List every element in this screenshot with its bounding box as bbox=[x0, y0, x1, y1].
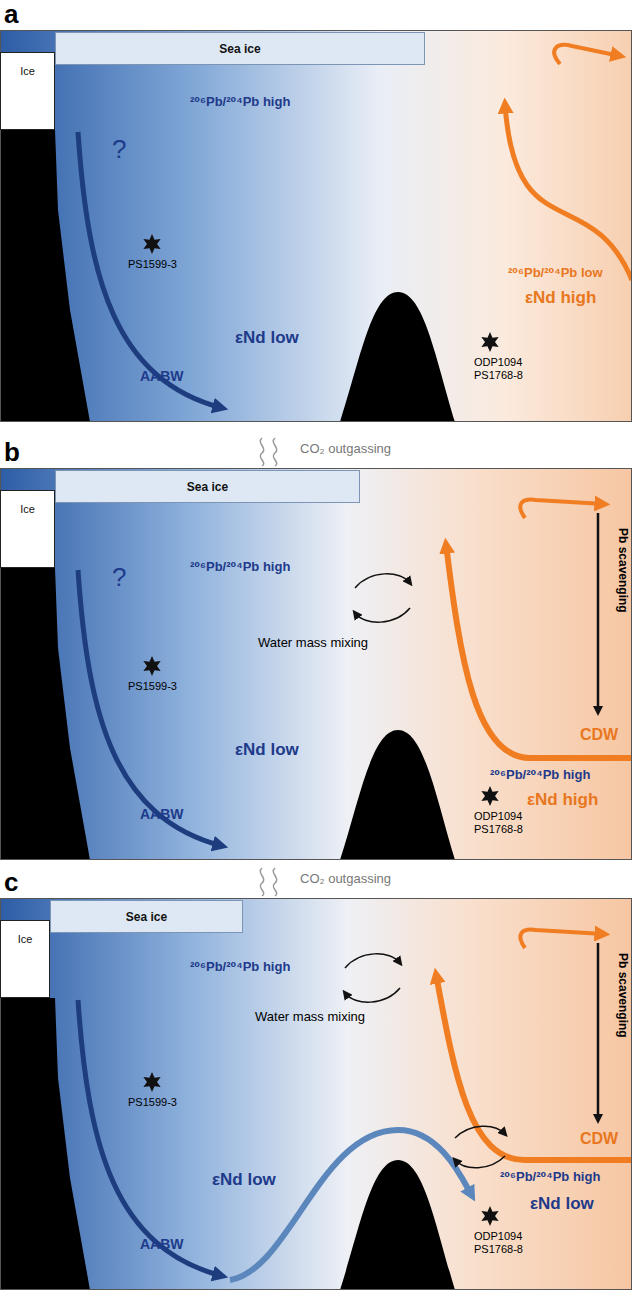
panel-a bbox=[0, 30, 632, 422]
box-label: Ice bbox=[1, 65, 54, 77]
panel-letter: c bbox=[4, 868, 18, 898]
question-mark: ? bbox=[112, 563, 126, 593]
panel-letter: a bbox=[4, 0, 18, 30]
site-label: ODP1094 bbox=[474, 356, 522, 369]
process-label: CO₂ outgassing bbox=[300, 442, 391, 457]
water-mass-label: AABW bbox=[140, 806, 184, 822]
process-label: Water mass mixing bbox=[258, 636, 368, 651]
site-label: ODP1094 bbox=[474, 1230, 522, 1243]
water-mass-label: AABW bbox=[140, 1236, 184, 1252]
site-label: PS1599-3 bbox=[128, 680, 177, 693]
water-mass-label: CDW bbox=[580, 726, 618, 744]
isotope-label: εNd low bbox=[235, 740, 299, 760]
panel-letter: b bbox=[4, 438, 20, 468]
isotope-label: εNd high bbox=[527, 790, 598, 810]
box-label: Sea ice bbox=[56, 42, 424, 56]
ice-shelf-box: Ice bbox=[0, 52, 55, 130]
sea-ice-box: Sea ice bbox=[55, 32, 425, 65]
box-label: Sea ice bbox=[56, 480, 359, 494]
site-label: PS1768-8 bbox=[474, 823, 523, 836]
question-mark: ? bbox=[112, 135, 126, 165]
site-label: ODP1094 bbox=[474, 810, 522, 823]
isotope-label: ²⁰⁶Pb/²⁰⁴Pb high bbox=[190, 560, 290, 575]
site-label: PS1599-3 bbox=[128, 1096, 177, 1109]
isotope-label: ²⁰⁶Pb/²⁰⁴Pb low bbox=[508, 266, 603, 281]
panel-b bbox=[0, 438, 632, 860]
site-label: PS1599-3 bbox=[128, 258, 177, 271]
ice-shelf-box: Ice bbox=[0, 490, 55, 568]
isotope-label: εNd low bbox=[235, 328, 299, 348]
isotope-label: εNd low bbox=[212, 1170, 276, 1190]
panel-c bbox=[0, 868, 632, 1290]
process-label: Water mass mixing bbox=[255, 1010, 365, 1025]
isotope-label: ²⁰⁶Pb/²⁰⁴Pb high bbox=[490, 768, 590, 783]
isotope-label: εNd high bbox=[525, 288, 596, 308]
box-label: Ice bbox=[1, 503, 54, 515]
water-mass-label: AABW bbox=[140, 368, 184, 384]
sea-ice-box: Sea ice bbox=[55, 470, 360, 503]
process-label: Pb scavenging bbox=[615, 953, 629, 1038]
site-label: PS1768-8 bbox=[474, 369, 523, 382]
isotope-label: ²⁰⁶Pb/²⁰⁴Pb high bbox=[500, 1170, 600, 1185]
ice-shelf-box: Ice bbox=[0, 920, 50, 998]
site-label: PS1768-8 bbox=[474, 1243, 523, 1256]
box-label: Sea ice bbox=[51, 910, 242, 924]
water-mass-label: CDW bbox=[580, 1130, 618, 1148]
sea-ice-box: Sea ice bbox=[50, 900, 243, 933]
isotope-label: εNd low bbox=[530, 1194, 594, 1214]
process-label: Pb scavenging bbox=[615, 528, 629, 613]
box-label: Ice bbox=[1, 933, 49, 945]
isotope-label: ²⁰⁶Pb/²⁰⁴Pb high bbox=[190, 960, 290, 975]
isotope-label: ²⁰⁶Pb/²⁰⁴Pb high bbox=[190, 95, 290, 110]
process-label: CO₂ outgassing bbox=[300, 872, 391, 887]
